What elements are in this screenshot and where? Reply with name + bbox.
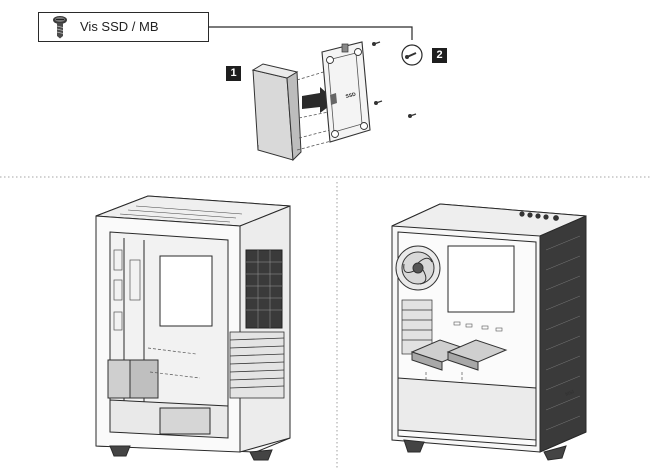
front-io-panel bbox=[519, 211, 559, 221]
ssd-mounting-bracket: SSD bbox=[321, 41, 371, 143]
case-logo-mark: MSI bbox=[565, 389, 576, 398]
rear-fan bbox=[395, 245, 441, 291]
screw-type-callout: Vis SSD / MB bbox=[38, 12, 209, 42]
rear-fan-mesh bbox=[245, 249, 283, 329]
expansion-slots bbox=[229, 331, 285, 399]
case-front-view: MSI bbox=[391, 203, 587, 461]
case-rear-view bbox=[95, 195, 291, 461]
ssd-alignment-guides bbox=[296, 69, 339, 151]
bracket-screws bbox=[372, 41, 417, 118]
ssd-drive bbox=[251, 63, 302, 162]
bracket-ssd-print: SSD bbox=[345, 92, 357, 100]
mounted-ssd-brackets bbox=[107, 359, 159, 399]
screw-type-label: Vis SSD / MB bbox=[80, 19, 159, 34]
installed-ssds bbox=[410, 339, 508, 371]
front-mesh-panel bbox=[539, 215, 587, 453]
callout-leader-line bbox=[209, 26, 413, 40]
step-2-badge: 2 bbox=[432, 48, 447, 63]
step-1-badge: 1 bbox=[226, 66, 241, 81]
screw-icon bbox=[53, 16, 67, 39]
highlighted-screw-icon bbox=[405, 52, 417, 59]
